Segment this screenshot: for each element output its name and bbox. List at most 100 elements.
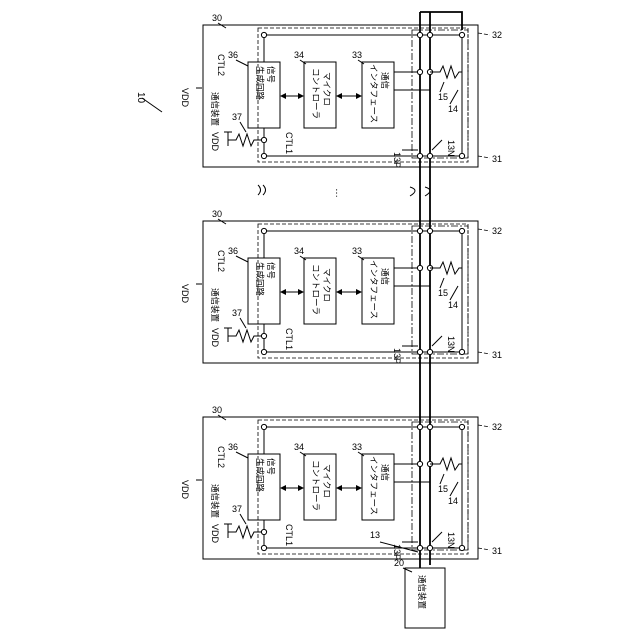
port-left-leader <box>478 548 490 550</box>
system-leader <box>142 98 162 112</box>
vdd-pullup-symbol <box>224 328 232 342</box>
wire15-leader <box>440 474 444 484</box>
node-3 <box>427 424 432 429</box>
port-right-label: 32 <box>492 226 502 236</box>
port-right-label: 32 <box>492 30 502 40</box>
arrow-head-l-0 <box>280 93 286 99</box>
iface-text-1: 通信 <box>379 464 390 482</box>
node-4 <box>459 32 464 37</box>
pullup-leader <box>240 122 246 132</box>
termination-resistor <box>430 262 462 274</box>
node-1 <box>261 349 266 354</box>
arrow-head-r-0 <box>298 93 304 99</box>
signal-gen-text-2: 生成回路 <box>254 66 265 101</box>
bus-label: 13 <box>370 530 380 540</box>
node-0 <box>261 32 266 37</box>
node-7 <box>459 349 464 354</box>
vdd-pullup-label: VDD <box>210 328 220 348</box>
mcu-ref: 34 <box>294 50 304 60</box>
wire14-leader <box>450 286 458 300</box>
wire14-leader <box>450 90 458 104</box>
node-6 <box>427 153 432 158</box>
vdd-side-label: VDD <box>180 284 190 304</box>
iface-text-1: 通信 <box>379 268 390 286</box>
node-7 <box>459 153 464 158</box>
system-ref: 10 <box>135 92 162 112</box>
ctl2-label: CTL2 <box>216 446 226 468</box>
arrow-head-r-1 <box>356 485 362 491</box>
pullup-leader <box>240 514 246 524</box>
node-5 <box>417 545 422 550</box>
pullup-resistor <box>228 330 264 342</box>
wire14-leader <box>450 482 458 496</box>
port-right-leader <box>478 425 490 427</box>
ctl2-label: CTL2 <box>216 250 226 272</box>
unit-ref-label: 30 <box>212 405 222 415</box>
device-name-label: 通信装置 <box>209 484 220 519</box>
pullup-node <box>261 333 266 338</box>
bus-p-junction <box>417 69 422 74</box>
mcu-text-2: コントローラ <box>310 264 320 315</box>
port-left-label: 31 <box>492 350 502 360</box>
mcu-text-2: コントローラ <box>310 460 320 511</box>
pullup-node <box>261 137 266 142</box>
node-7 <box>459 545 464 550</box>
vdd-side-label: VDD <box>180 480 190 500</box>
termination-resistor <box>430 66 462 78</box>
bus-n-label: 13N <box>446 336 456 353</box>
iface-ref: 33 <box>352 442 362 452</box>
bus-n-label: 13N <box>446 140 456 157</box>
mcu-text-2: コントローラ <box>310 68 320 119</box>
iface-text-2: インタフェース <box>368 64 378 123</box>
node-3 <box>427 32 432 37</box>
arrow-head-l-1 <box>336 289 342 295</box>
pullup-ref: 37 <box>232 112 242 122</box>
host-device-label: 通信装置 <box>416 575 427 610</box>
signal-gen-text-2: 生成回路 <box>254 262 265 297</box>
wire15-label: 15 <box>438 92 448 102</box>
mcu-text-1: マイクロ <box>321 72 331 106</box>
arrow-head-l-1 <box>336 485 342 491</box>
signal-gen-ref: 36 <box>228 246 238 256</box>
bus-p-junction <box>417 461 422 466</box>
iface-text-1: 通信 <box>379 72 390 90</box>
port-left-label: 31 <box>492 546 502 556</box>
wire15-label: 15 <box>438 288 448 298</box>
system-label: 10 <box>135 92 146 104</box>
node-0 <box>261 424 266 429</box>
arrow-head-l-0 <box>280 485 286 491</box>
bus-p-junction <box>417 265 422 270</box>
node-1 <box>261 153 266 158</box>
ctl1-label: CTL1 <box>284 524 294 546</box>
mcu-ref: 34 <box>294 246 304 256</box>
communication-unit-1: 303231信号生成回路36マイクロコントローラ34通信インタフェース33151… <box>180 13 502 168</box>
pullup-resistor <box>228 526 264 538</box>
bus-top-loop <box>420 12 462 30</box>
unit-ref-label: 30 <box>212 13 222 23</box>
wire14-label: 14 <box>448 300 458 310</box>
ctl1-label: CTL1 <box>284 132 294 154</box>
termination-resistor <box>430 458 462 470</box>
break-marks: … <box>258 185 430 198</box>
pullup-node <box>261 529 266 534</box>
vdd-pullup-label: VDD <box>210 524 220 544</box>
signal-gen-ref: 36 <box>228 442 238 452</box>
signal-gen-text-2: 生成回路 <box>254 458 265 493</box>
unit-ref-label: 30 <box>212 209 222 219</box>
ellipsis: … <box>333 188 344 198</box>
mcu-ref: 34 <box>294 442 304 452</box>
iface-text-2: インタフェース <box>368 456 378 515</box>
ctl2-label: CTL2 <box>216 54 226 76</box>
port-left-leader <box>478 156 490 158</box>
device-name-label: 通信装置 <box>209 92 220 127</box>
vdd-pullup-label: VDD <box>210 132 220 152</box>
bus-p-label: 13P <box>392 544 402 560</box>
arrow-head-r-0 <box>298 289 304 295</box>
wire14-label: 14 <box>448 496 458 506</box>
port-left-leader <box>478 352 490 354</box>
signal-gen-text-1: 信号 <box>265 262 276 279</box>
signal-gen-text-1: 信号 <box>265 66 276 83</box>
iface-text-2: インタフェース <box>368 260 378 319</box>
